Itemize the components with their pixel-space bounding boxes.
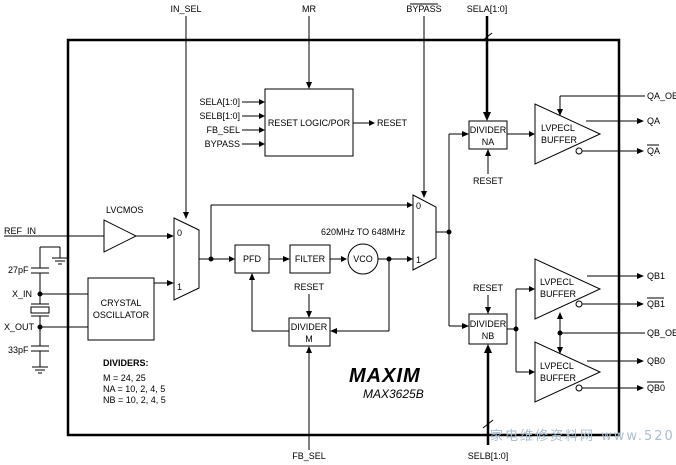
crystal — [30, 306, 50, 314]
pin-qb1-bar: QB1 — [647, 299, 665, 309]
divider-m-reset: RESET — [294, 282, 325, 292]
cap-33pf: 33pF — [8, 345, 29, 355]
pin-bypass: BYPASS — [406, 4, 441, 14]
buffer-b0-label-1: LVPECL — [540, 361, 574, 371]
divider-na-label-1: DIVIDER — [470, 125, 507, 135]
pin-qb1: QB1 — [647, 271, 665, 281]
buffer-a-label-2: BUFFER — [541, 135, 578, 145]
chip-frame — [66, 38, 621, 437]
pin-qa-bar: QA — [647, 146, 660, 156]
lvcmos-buffer — [103, 219, 138, 253]
divider-na-reset: RESET — [473, 176, 504, 186]
pin-qa-oe: QA_OE — [647, 91, 676, 101]
divider-m-block — [288, 317, 331, 347]
reset-logic-label: RESET LOGIC/POR — [268, 118, 351, 128]
pin-qb-oe: QB_OE — [647, 328, 676, 338]
reset-output-label: RESET — [377, 118, 408, 128]
pin-qa: QA — [647, 116, 660, 126]
buffer-b1-label-1: LVPECL — [540, 277, 574, 287]
divider-m-label-1: DIVIDER — [291, 322, 328, 332]
divider-nb-reset: RESET — [473, 283, 504, 293]
dividers-line-nb: NB = 10, 2, 4, 5 — [103, 395, 166, 405]
pin-mr: MR — [302, 4, 316, 14]
filter-label: FILTER — [295, 254, 326, 264]
divider-na-label-2: NA — [482, 137, 495, 147]
input-mux — [173, 217, 200, 301]
crystal-oscillator-block — [87, 277, 155, 341]
pfd-label: PFD — [243, 254, 262, 264]
crystal-label-1: CRYSTAL — [101, 298, 142, 308]
dividers-line-m: M = 24, 25 — [103, 373, 146, 383]
pin-in-sel: IN_SEL — [170, 4, 201, 14]
divider-nb-label-1: DIVIDER — [470, 319, 507, 329]
pin-selb: SELB[1:0] — [468, 451, 509, 461]
lvpecl-buffer-b0 — [534, 341, 602, 403]
pin-sela: SELA[1:0] — [467, 4, 508, 14]
dividers-line-na: NA = 10, 2, 4, 5 — [103, 384, 165, 394]
divider-na-block — [468, 120, 508, 150]
pin-fb-sel: FB_SEL — [292, 451, 326, 461]
output-mux-0: 0 — [416, 201, 421, 211]
buffer-b1-label-2: BUFFER — [540, 289, 577, 299]
lvpecl-buffer-a — [534, 103, 602, 165]
pin-qb0: QB0 — [647, 356, 665, 366]
reset-input-sela: SELA[1:0] — [199, 97, 240, 107]
pin-qb0-bar: QB0 — [647, 383, 665, 393]
buffer-a-label-1: LVPECL — [541, 123, 575, 133]
reset-logic-block — [264, 88, 354, 157]
pin-ref-in: REF_IN — [4, 226, 36, 236]
vco-label: VCO — [353, 254, 373, 264]
crystal-label-2: OSCILLATOR — [93, 310, 150, 320]
pfd-block — [234, 244, 270, 274]
input-mux-1: 1 — [177, 282, 182, 292]
output-mux-1: 1 — [416, 255, 421, 265]
divider-m-label-2: M — [305, 334, 313, 344]
reset-input-fbsel: FB_SEL — [206, 125, 240, 135]
pin-x-in: X_IN — [12, 289, 32, 299]
pin-x-out: X_OUT — [4, 322, 35, 332]
reset-input-bypass: BYPASS — [205, 139, 240, 149]
part-number: MAX3625B — [363, 387, 424, 401]
reset-input-selb: SELB[1:0] — [199, 111, 240, 121]
dividers-title: DIVIDERS: — [103, 358, 149, 368]
watermark: 家电维修资料网 www.520101.com — [490, 428, 676, 444]
cap-27pf: 27pF — [8, 265, 29, 275]
buffer-b0-label-2: BUFFER — [540, 373, 577, 383]
input-mux-0: 0 — [177, 228, 182, 238]
vco-range: 620MHz TO 648MHz — [321, 227, 406, 237]
maxim-logo: MAXIM — [349, 365, 421, 387]
lvpecl-buffer-b1 — [534, 258, 602, 320]
divider-nb-label-2: NB — [482, 331, 495, 341]
lvcmos-label: LVCMOS — [106, 205, 143, 215]
output-mux — [412, 194, 437, 271]
